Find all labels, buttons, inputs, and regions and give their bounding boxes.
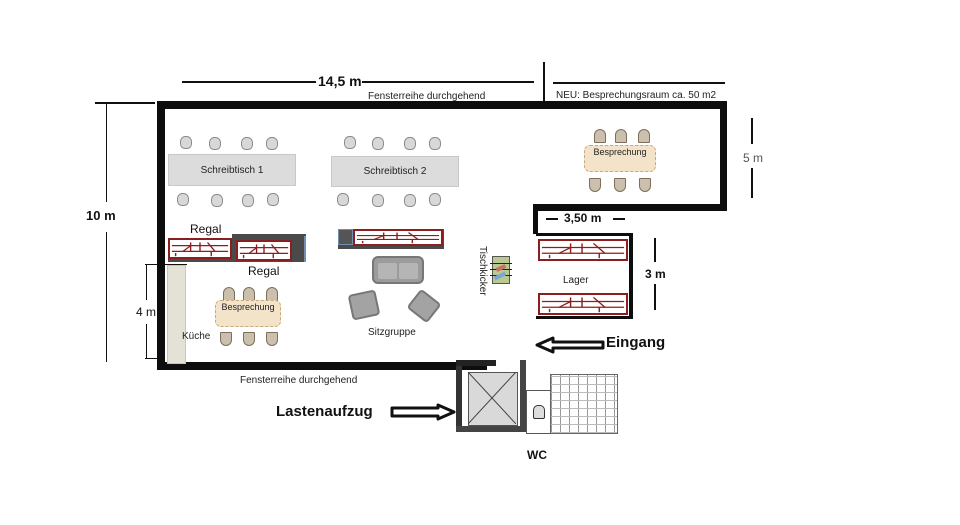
wall-meeting-bottom: [533, 204, 727, 211]
desk2-chair: [404, 137, 416, 150]
wall-bottom: [157, 362, 487, 370]
desk-1: Schreibtisch 1: [168, 154, 296, 186]
kitchen-label: Küche: [182, 331, 211, 342]
dimension-meeting-label: 5 m: [743, 151, 764, 165]
dimension-line-new-room: [553, 82, 725, 84]
foosball-label: Tischkicker: [477, 246, 488, 296]
desk1-chair: [177, 193, 189, 206]
dimension-storage-label: 3 m: [645, 267, 666, 281]
meeting-chair: [266, 332, 278, 346]
wc-label: WC: [527, 448, 547, 462]
kitchen-counter: [167, 265, 186, 364]
wall-storage-bottom: [536, 316, 633, 319]
armchair-left: [347, 289, 381, 321]
armchair-right: [406, 288, 442, 324]
desk1-chair: [241, 137, 253, 150]
windows-bottom-label: Fensterreihe durchgehend: [240, 375, 358, 386]
new-meeting-chair: [594, 129, 606, 143]
dimension-line-height-upper: [106, 102, 107, 202]
dimension-line-height-top-tick: [95, 102, 155, 104]
sofa: [372, 256, 424, 284]
desk2-chair: [404, 194, 416, 207]
toilet-icon: [533, 405, 545, 419]
dimension-meeting-line-upper: [751, 118, 753, 144]
lounge-label: Sitzgruppe: [368, 327, 416, 338]
meeting-table-new: Besprechung: [584, 145, 656, 172]
wall-top: [157, 101, 727, 109]
new-meeting-room-label: NEU: Besprechungsraum ca. 50 m2: [556, 90, 717, 101]
freight-elevator-label: Lastenaufzug: [276, 403, 373, 420]
desk-2-label: Schreibtisch 2: [363, 166, 427, 177]
wall-storage-right: [629, 236, 633, 319]
shelf-label-2: Regal: [248, 264, 280, 278]
meeting-table-main-label: Besprechung: [221, 302, 275, 312]
entrance-label: Eingang: [606, 334, 666, 351]
new-meeting-chair: [638, 129, 650, 143]
dimension-kitchen-bottom-tick: [145, 358, 165, 359]
wall-left: [157, 101, 165, 370]
dimension-separator: [543, 62, 545, 102]
shelf-label-1: Regal: [190, 222, 222, 236]
desk2-chair: [429, 137, 441, 150]
shelf-3-blue-edge: [338, 229, 353, 245]
elevator-shaft: [456, 360, 526, 432]
shelf-1: [168, 238, 232, 259]
desk1-chair: [267, 193, 279, 206]
desk2-chair: [429, 193, 441, 206]
meeting-table-new-label: Besprechung: [593, 147, 647, 157]
desk-1-label: Schreibtisch 1: [200, 164, 264, 176]
dimension-line-height-lower: [106, 232, 107, 362]
shelf-3: [353, 229, 443, 246]
desk1-chair: [266, 137, 278, 150]
wall-storage-top: [536, 233, 633, 236]
desk1-chair: [180, 136, 192, 149]
dimension-kitchen-top-tick: [145, 264, 187, 265]
dimension-width-label: 14,5 m: [318, 73, 362, 89]
dimension-annex-label: 3,50 m: [564, 211, 602, 225]
wc-room: [526, 390, 552, 434]
storage-shelf-top: [538, 239, 628, 261]
meeting-chair: [243, 287, 255, 301]
new-meeting-chair: [615, 129, 627, 143]
wall-annex-left: [533, 204, 538, 234]
dimension-height-label: 10 m: [86, 208, 116, 223]
dimension-kitchen-line-upper: [146, 264, 147, 300]
entrance-arrow-icon: [535, 336, 605, 354]
dimension-line-width-right: [362, 81, 534, 83]
dimension-storage-line-upper: [654, 238, 656, 262]
desk1-chair: [242, 194, 254, 207]
meeting-table-main: Besprechung: [215, 300, 281, 327]
dimension-meeting-line-lower: [751, 168, 753, 198]
desk2-chair: [337, 193, 349, 206]
new-meeting-chair: [639, 178, 651, 192]
dimension-storage-line-lower: [654, 284, 656, 310]
meeting-chair: [223, 287, 235, 301]
desk2-chair: [372, 194, 384, 207]
new-meeting-chair: [589, 178, 601, 192]
desk2-chair: [372, 137, 384, 150]
storage-label: Lager: [563, 275, 589, 286]
wall-meeting-right: [720, 101, 727, 211]
dimension-annex-line-right: [613, 218, 625, 220]
stairwell: [550, 374, 618, 434]
meeting-chair: [220, 332, 232, 346]
new-meeting-chair: [614, 178, 626, 192]
desk2-chair: [344, 136, 356, 149]
meeting-chair: [266, 287, 278, 301]
meeting-chair: [243, 332, 255, 346]
desk1-chair: [211, 194, 223, 207]
dimension-kitchen-label: 4 m: [136, 305, 157, 319]
freight-elevator-arrow-icon: [390, 403, 456, 421]
storage-shelf-bottom: [538, 293, 628, 315]
desk-2: Schreibtisch 2: [331, 156, 459, 187]
desk1-chair: [209, 137, 221, 150]
windows-top-label: Fensterreihe durchgehend: [368, 91, 486, 102]
dimension-line-width-left: [182, 81, 316, 83]
shelf-2: [236, 240, 292, 261]
dimension-annex-line-left: [546, 218, 558, 220]
foosball-table: [490, 256, 512, 284]
dimension-kitchen-line-lower: [146, 324, 147, 358]
shelf-2-blue-edge: [304, 236, 306, 262]
